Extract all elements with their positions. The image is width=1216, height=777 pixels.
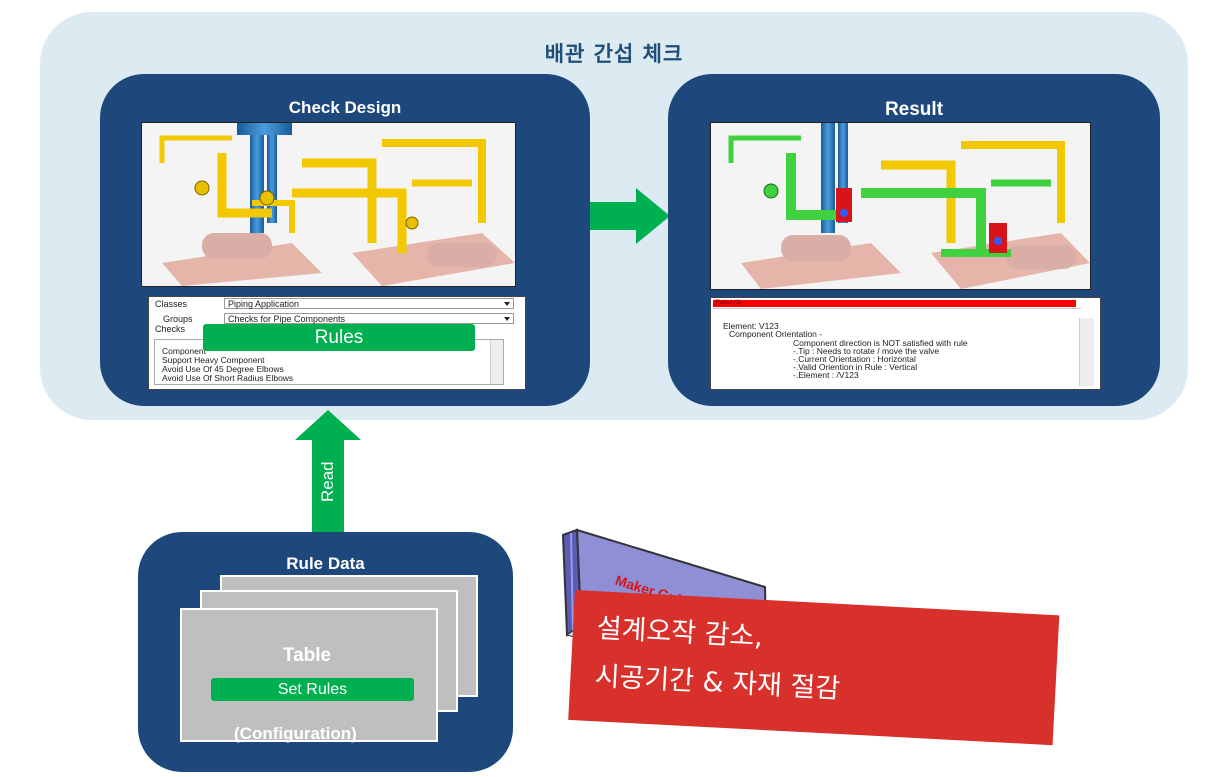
chevron-down-icon <box>504 302 510 306</box>
result-line: Component direction is NOT satisfied wit… <box>793 338 968 348</box>
read-label: Read <box>318 461 337 502</box>
checks-scrollbar[interactable] <box>490 340 503 384</box>
result-scrollbar[interactable] <box>1079 318 1094 386</box>
rules-label-box: Rules <box>203 324 475 351</box>
list-item[interactable]: Component <box>162 346 206 356</box>
result-line: -.Valid Oriention in Rule : Vertical <box>793 362 918 372</box>
check-design-title: Check Design <box>288 98 402 117</box>
piping-model-clash <box>711 123 1090 289</box>
classes-label: Classes <box>155 299 188 309</box>
result-3d-view <box>710 122 1091 290</box>
arrow-up-icon <box>295 410 361 534</box>
groups-value: Checks for Pipe Components <box>228 314 346 324</box>
rule-data-title: Rule Data <box>286 554 365 573</box>
divider <box>713 308 1081 309</box>
chevron-down-icon <box>504 317 510 321</box>
list-item[interactable]: Support Heavy Component <box>162 355 265 365</box>
classes-select[interactable]: Piping Application <box>224 298 514 309</box>
set-rules-label-box: Set Rules <box>211 678 414 701</box>
result-line: -.Current Orientation : Horizontal <box>793 354 916 364</box>
diagram-title: 배관 간섭 체크 <box>544 42 684 66</box>
check-design-3d-view <box>141 122 516 287</box>
configuration-label: (Configuration) <box>234 724 357 743</box>
result-dialog: Failed (3) Element: V123 Component Orien… <box>710 297 1101 390</box>
result-title: Result <box>884 99 944 120</box>
result-line: -.Element : /V123 <box>793 370 859 380</box>
result-line: -.Tip : Needs to rotate / move the valve <box>793 346 940 356</box>
classes-value: Piping Application <box>228 299 300 309</box>
checks-label: Checks <box>155 324 186 334</box>
list-item[interactable]: Avoid Use Of 45 Degree Elbows <box>162 364 284 374</box>
arrow-right-icon <box>590 188 670 244</box>
groups-label: Groups <box>163 314 193 324</box>
table-label: Table <box>282 645 332 666</box>
groups-select[interactable]: Checks for Pipe Components <box>224 313 514 324</box>
failed-header-bar: Failed (3) <box>713 300 1076 307</box>
list-item[interactable]: Avoid Use Of Short Radius Elbows <box>162 373 294 383</box>
piping-model-yellow <box>142 123 515 286</box>
document-sheet-front <box>180 608 438 742</box>
result-line: Component Orientation - <box>729 329 823 339</box>
result-line: Element: V123 <box>723 321 779 331</box>
